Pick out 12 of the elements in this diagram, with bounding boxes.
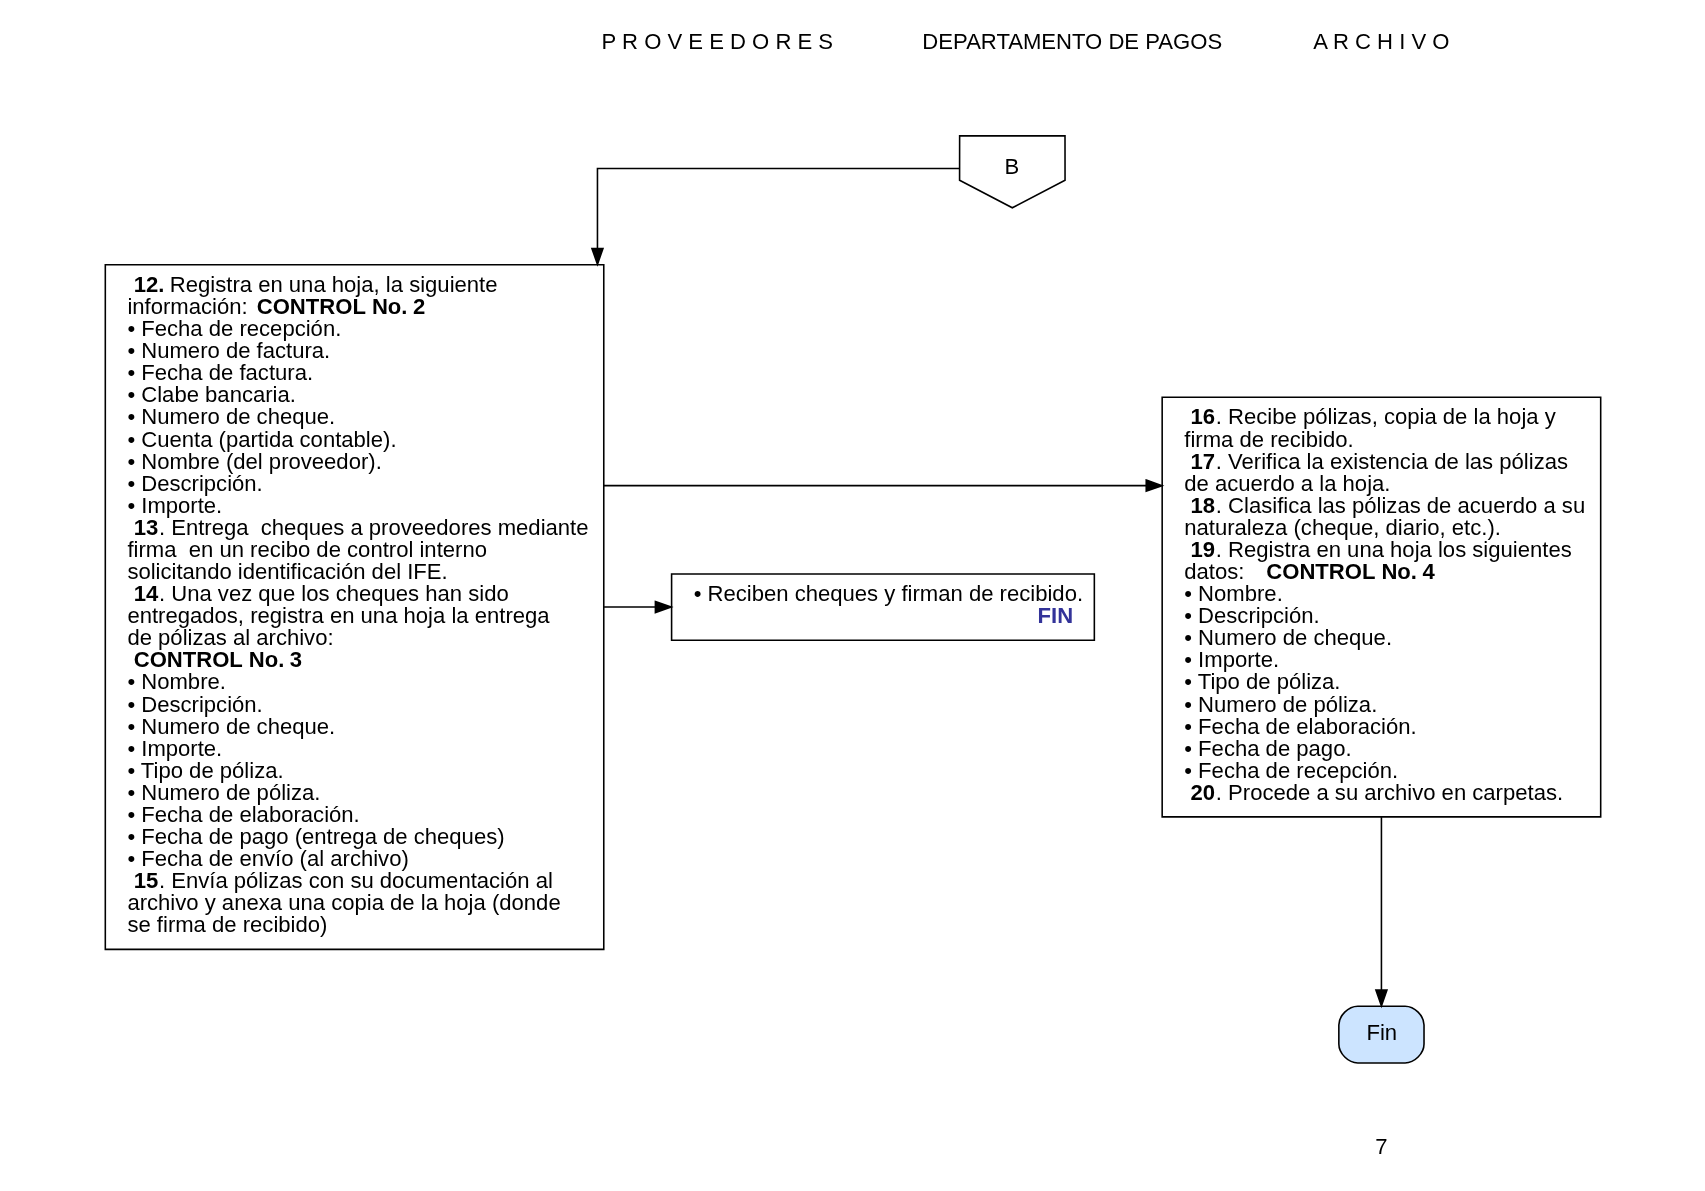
label: A R C H I V O	[1312, 28, 1450, 54]
arrow	[1374, 816, 1388, 1009]
label: 7	[1374, 1133, 1388, 1159]
label: P R O V E E D O R E S	[601, 28, 833, 54]
node-box: 16. Recibe pólizas, copia de la hoja y firma de recibido. 17. Verifica la existencia de las pólizas de acuerdo a la hoja. 18. Clasifica las pólizas de acuerdo a su naturaleza (cheque, diario, etc.). 19. Registra en una hoja los siguientes datos: CONTROL No. 4 • Nombre. • Descripción. • Numero de cheque. • Importe. • Tipo de póliza. • Numero de póliza. • Fecha de elaboración. • Fecha de pago. • Fecha de recepción. 20. Procede a su archivo en carpetas.	[1160, 396, 1601, 818]
node-box: Fin	[1337, 1005, 1425, 1064]
arrow	[590, 167, 961, 267]
node-box: • Reciben cheques y firman de recibido. FIN	[670, 573, 1095, 641]
arrow	[602, 600, 674, 614]
node-box: 12. Registra en una hoja, la siguiente información: CONTROL No. 2 • Fecha de recepción. • Numero de factura. • Fecha de factura. • Clabe bancaria. • Numero de cheque. • Cuenta (partida contable). • Nombre (del proveedor). • Descripción. • Importe. 13. Entrega cheques a proveedores mediante firma en un recibo de control interno solicitando identificación del IFE. 14. Una vez que los cheques han sido entregados, registra en una hoja la entrega de pólizas al archivo: CONTROL No. 3 • Nombre. • Descripción. • Numero de cheque. • Importe. • Tipo de póliza. • Numero de póliza. • Fecha de elaboración. • Fecha de pago (entrega de cheques) • Fecha de envío (al archivo) 15. Envía pólizas con su documentación al archivo y anexa una copia de la hoja (donde se firma de recibido)	[104, 264, 605, 951]
label: DEPARTAMENTO DE PAGOS	[921, 28, 1222, 54]
arrow	[602, 479, 1164, 493]
